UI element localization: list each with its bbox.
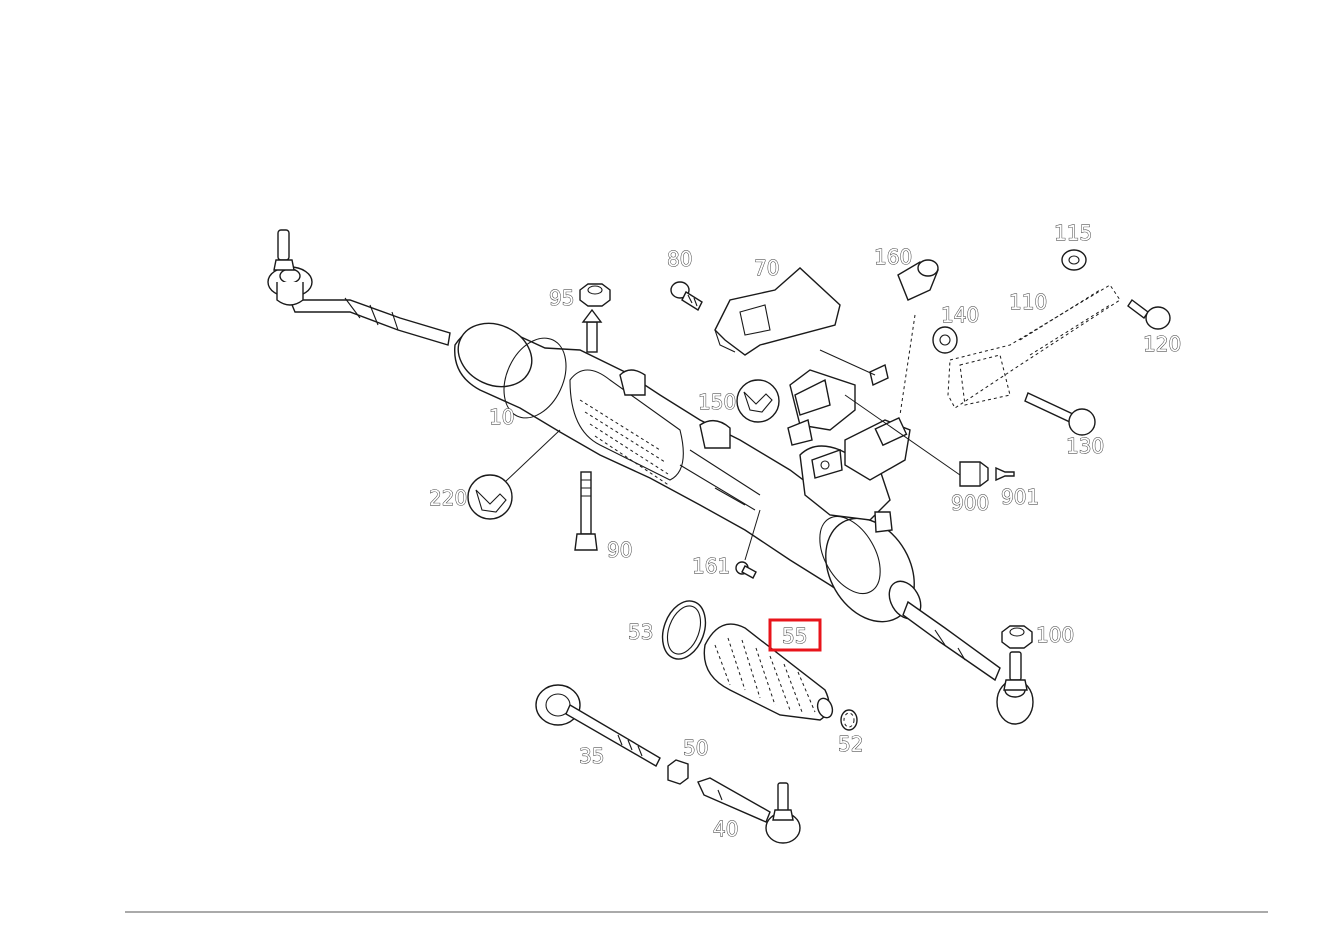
sensor-150[interactable]: [787, 349, 961, 476]
wrench-icon: [467, 474, 513, 520]
callout-130[interactable]: 130: [1066, 434, 1105, 459]
connector-900[interactable]: [959, 461, 989, 487]
callout-140[interactable]: 140: [941, 303, 980, 328]
leader-220: [504, 429, 561, 483]
callout-55-highlight: [768, 618, 822, 652]
callout-10[interactable]: 10: [489, 405, 515, 430]
connector-901[interactable]: [995, 466, 1015, 482]
inner-tie-rod-35[interactable]: [535, 684, 661, 767]
nut-100[interactable]: [1001, 625, 1033, 649]
callout-100[interactable]: 100: [1036, 623, 1075, 648]
callout-90[interactable]: 90: [607, 538, 633, 563]
bolt-130[interactable]: [1024, 392, 1096, 436]
screw-161[interactable]: [735, 561, 757, 579]
callout-53[interactable]: 53: [628, 620, 654, 645]
leader-160: [899, 314, 916, 416]
callout-150[interactable]: 150: [698, 390, 737, 415]
bolt-80[interactable]: [670, 281, 703, 312]
callout-50[interactable]: 50: [683, 736, 709, 761]
callout-120[interactable]: 120: [1143, 332, 1182, 357]
callout-35[interactable]: 35: [579, 744, 605, 769]
callout-40[interactable]: 40: [713, 817, 739, 842]
callout-161[interactable]: 161: [692, 554, 731, 579]
leader-161: [744, 509, 761, 561]
callout-220[interactable]: 220: [429, 486, 468, 511]
wrench-icon: [736, 379, 780, 423]
heat-shield-70[interactable]: [714, 267, 841, 356]
right-tie-rod[interactable]: [902, 600, 1034, 725]
callout-900[interactable]: 900: [951, 491, 990, 516]
callout-55[interactable]: 55: [782, 624, 808, 649]
callout-110[interactable]: 110: [1009, 290, 1048, 315]
callout-70[interactable]: 70: [754, 256, 780, 281]
nut-50[interactable]: [667, 759, 689, 785]
tie-rod-end-40[interactable]: [697, 777, 801, 844]
bellows-boot-55[interactable]: [703, 623, 835, 721]
intermediate-shaft-110[interactable]: [947, 284, 1121, 409]
callout-80[interactable]: 80: [667, 247, 693, 272]
clamp-ring-53[interactable]: [655, 595, 713, 665]
nut-95[interactable]: [579, 283, 611, 307]
sleeve-160[interactable]: [897, 259, 939, 301]
callout-115[interactable]: 115: [1054, 221, 1093, 246]
washer-115[interactable]: [1061, 249, 1087, 271]
bolt-90[interactable]: [574, 471, 598, 551]
callout-160[interactable]: 160: [874, 245, 913, 270]
callout-52[interactable]: 52: [838, 732, 864, 757]
bolt-120[interactable]: [1127, 298, 1171, 330]
clamp-52[interactable]: [840, 709, 858, 731]
nut-140[interactable]: [932, 326, 958, 354]
callout-901[interactable]: 901: [1001, 485, 1040, 510]
steering-rack-assembly[interactable]: [267, 229, 932, 638]
callout-95[interactable]: 95: [549, 286, 575, 311]
